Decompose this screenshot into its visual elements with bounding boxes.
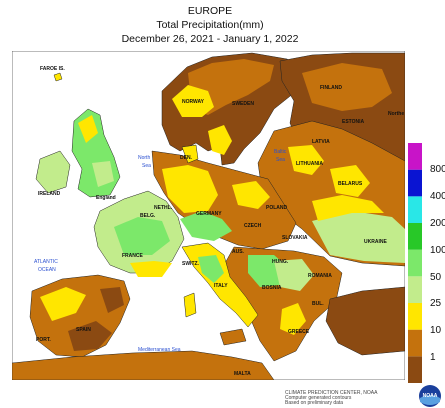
- label-romania: ROMANIA: [308, 273, 332, 279]
- label-sweden: SWEDEN: [232, 101, 254, 107]
- legend-swatch: [408, 196, 422, 223]
- england-light-zone: [92, 161, 114, 187]
- label-belg: BELG.: [140, 213, 156, 219]
- label-north-sea-1: North: [138, 155, 150, 161]
- region-title: EUROPE: [187, 5, 233, 17]
- label-port: PORT.: [36, 337, 51, 343]
- france-green-zone: [114, 217, 170, 255]
- region-ireland: [35, 150, 71, 194]
- label-greece: GREECE: [288, 329, 310, 335]
- precipitation-legend-bar: [408, 143, 422, 383]
- belarus-yellow-zone: [330, 165, 370, 197]
- sweden-yellow-zone: [208, 125, 232, 155]
- label-germany: GERMANY: [196, 211, 222, 217]
- credits-block: CLIMATE PREDICTION CENTER, NOAA Computer…: [285, 391, 377, 406]
- label-atlantic-2: OCEAN: [38, 267, 56, 273]
- legend-label-100: 100: [430, 245, 445, 256]
- label-ukraine: UKRAINE: [364, 239, 387, 245]
- legend-swatch: [408, 249, 422, 277]
- credits-line-2: Computer generated contours: [285, 395, 352, 401]
- label-atlantic-1: ATLANTIC: [34, 259, 58, 265]
- iberia-east-dark: [100, 287, 124, 313]
- legend-label-200: 200: [430, 218, 445, 229]
- label-latvia: LATVIA: [312, 139, 330, 145]
- legend-label-800: 800: [430, 164, 445, 175]
- scotland-yellow-zone: [78, 115, 98, 143]
- lithuania-yellow-zone: [288, 145, 324, 175]
- greece-yellow-zone: [280, 303, 306, 335]
- noaa-logo-text: NOAA: [423, 393, 438, 399]
- region-denmark: [181, 144, 199, 164]
- label-belarus: BELARUS: [338, 181, 363, 187]
- label-north-russia: Northe: [388, 111, 404, 117]
- legend-label-50: 50: [430, 272, 442, 283]
- label-bulgaria: BUL.: [312, 301, 324, 307]
- legend-label-400: 400: [430, 191, 445, 202]
- label-england: England: [96, 195, 116, 201]
- label-north-sea-2: Sea: [142, 163, 151, 169]
- precipitation-map: FAROE IS. NORWAY SWEDEN FINLAND ESTONIA …: [12, 51, 405, 380]
- finland-orange-zone: [302, 63, 392, 111]
- poland-yellow-zone: [232, 181, 270, 209]
- label-norway: NORWAY: [182, 99, 205, 105]
- legend-label-10: 10: [430, 325, 442, 336]
- italy-green-zone: [198, 255, 224, 283]
- label-france: FRANCE: [122, 253, 143, 259]
- legend-swatch: [408, 329, 422, 357]
- label-lithuania: LITHUANIA: [296, 161, 323, 167]
- map-title-block: EUROPE Total Precipitation(mm) December …: [0, 4, 420, 46]
- quantity-title: Total Precipitation(mm): [156, 19, 264, 31]
- label-estonia: ESTONIA: [342, 119, 365, 125]
- label-slovakia: SLOVAKIA: [282, 235, 308, 241]
- legend-label-25: 25: [430, 298, 442, 309]
- iberia-south-dark: [68, 321, 112, 351]
- region-faroe: [53, 72, 63, 82]
- label-austria: AUS.: [232, 249, 245, 255]
- label-bosnia: BOSNIA: [262, 285, 282, 291]
- france-yellow-coast: [130, 261, 172, 277]
- label-switz: SWITZ.: [182, 261, 200, 267]
- label-mediterranean: Mediterranean Sea: [138, 347, 181, 353]
- period-title: December 26, 2021 - January 1, 2022: [121, 33, 299, 45]
- label-nethl: NETHL.: [154, 205, 173, 211]
- label-italy: ITALY: [214, 283, 228, 289]
- label-hungary: HUNG.: [272, 259, 289, 265]
- region-north-africa: [12, 350, 275, 380]
- label-faroe: FAROE IS.: [40, 66, 65, 72]
- label-ireland: IRELAND: [38, 191, 61, 197]
- alps-green-zone: [180, 211, 232, 241]
- label-den: DEN.: [180, 155, 193, 161]
- label-czech: CZECH: [244, 223, 262, 229]
- ukraine-green-zone: [312, 211, 405, 263]
- balkans-light-green-zone: [274, 259, 314, 291]
- legend-swatch: [408, 276, 422, 303]
- region-sardinia: [183, 292, 197, 318]
- label-malta: MALTA: [234, 371, 251, 377]
- germany-yellow-zone: [162, 165, 218, 213]
- norway-yellow-zone: [172, 85, 214, 117]
- iberia-yellow-zone: [40, 287, 86, 321]
- noaa-logo-icon: NOAA: [419, 385, 441, 407]
- legend-swatch: [408, 223, 422, 250]
- label-spain: SPAIN: [76, 327, 91, 333]
- label-baltic-1: Baltic: [274, 149, 287, 155]
- label-baltic-2: Sea: [276, 157, 285, 163]
- legend-swatch: [408, 356, 422, 383]
- region-sicily: [219, 328, 247, 346]
- legend-swatch: [408, 169, 422, 197]
- ukraine-yellow-zone: [312, 195, 384, 221]
- credits-line-1: CLIMATE PREDICTION CENTER, NOAA: [285, 390, 378, 396]
- label-poland: POLAND: [266, 205, 288, 211]
- legend-swatch: [408, 143, 422, 170]
- label-finland: FINLAND: [320, 85, 342, 91]
- legend-swatch: [408, 303, 422, 330]
- region-turkey: [325, 286, 405, 356]
- legend-label-1: 1: [430, 352, 436, 363]
